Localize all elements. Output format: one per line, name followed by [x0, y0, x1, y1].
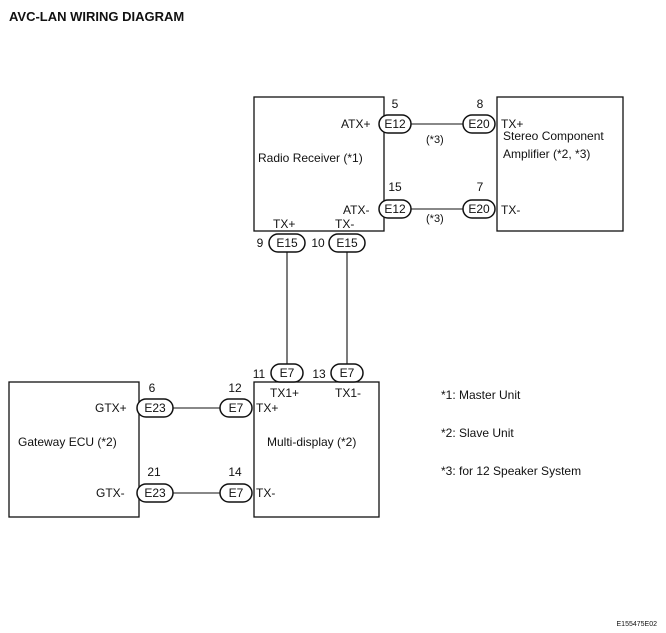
- connector-e7-pin12: E7 12: [219, 381, 253, 418]
- terminal-gtx-plus: GTX+: [95, 401, 127, 415]
- terminal-md-tx-minus: TX-: [256, 486, 275, 500]
- connector-code: E7: [280, 366, 295, 380]
- wire-note-top: (*3): [426, 134, 444, 146]
- connector-pin: 13: [312, 367, 326, 381]
- terminal-md-tx1-minus: TX1-: [335, 386, 361, 400]
- terminal-radio-tx-plus: TX+: [273, 217, 295, 231]
- connector-e23-pin6: E23 6: [136, 381, 174, 418]
- terminal-amp-tx-minus: TX-: [501, 203, 520, 217]
- terminal-amp-tx-plus: TX+: [501, 117, 523, 131]
- terminal-atx-plus: ATX+: [341, 117, 370, 131]
- connector-e23-pin21: E23 21: [136, 465, 174, 503]
- radio-receiver-label: Radio Receiver (*1): [258, 151, 363, 165]
- connector-code: E20: [468, 202, 490, 216]
- connector-e12-pin5: E12 5: [378, 97, 412, 134]
- figure-code: E155475E02: [617, 621, 658, 628]
- connector-code: E7: [229, 486, 244, 500]
- connector-pin: 9: [257, 236, 264, 250]
- connector-e7-pin14: E7 14: [219, 465, 253, 503]
- connector-e15-pin10: E15 10: [311, 233, 366, 253]
- connector-e20-pin8: E20 8: [462, 97, 496, 134]
- connector-code: E7: [229, 401, 244, 415]
- connector-code: E12: [384, 202, 406, 216]
- connector-code: E15: [276, 236, 298, 250]
- legend-note-3: *3: for 12 Speaker System: [441, 464, 581, 478]
- connector-pin: 6: [149, 381, 156, 395]
- stereo-amplifier-label-1: Stereo Component: [503, 129, 604, 143]
- terminal-md-tx1-plus: TX1+: [270, 386, 299, 400]
- wire-note-bottom: (*3): [426, 213, 444, 225]
- diagram-title: AVC-LAN WIRING DIAGRAM: [9, 9, 184, 24]
- connector-pin: 8: [477, 97, 484, 111]
- connector-pin: 10: [311, 236, 325, 250]
- legend-note-1: *1: Master Unit: [441, 388, 521, 402]
- stereo-amplifier-box: [496, 96, 624, 232]
- terminal-radio-tx-minus: TX-: [335, 217, 354, 231]
- connector-pin: 5: [392, 97, 399, 111]
- connector-code: E23: [144, 486, 166, 500]
- connector-code: E12: [384, 117, 406, 131]
- stereo-amplifier-label-2: Amplifier (*2, *3): [503, 147, 590, 161]
- legend-note-2: *2: Slave Unit: [441, 426, 514, 440]
- connector-pin: 15: [388, 180, 402, 194]
- connector-code: E23: [144, 401, 166, 415]
- terminal-atx-minus: ATX-: [343, 203, 369, 217]
- connector-pin: 11: [253, 367, 266, 381]
- connector-code: E15: [336, 236, 358, 250]
- multi-display-label: Multi-display (*2): [267, 435, 356, 449]
- connector-e7-pin11: E7 11: [253, 363, 304, 383]
- gateway-ecu-box: [8, 381, 140, 518]
- connector-code: E20: [468, 117, 490, 131]
- connector-pin: 21: [147, 465, 161, 479]
- connector-pin: 14: [228, 465, 242, 479]
- terminal-gtx-minus: GTX-: [96, 486, 125, 500]
- connector-e20-pin7: E20 7: [462, 180, 496, 219]
- multi-display-box: [253, 381, 380, 518]
- connector-e12-pin15: E12 15: [378, 180, 412, 219]
- connector-e15-pin9: E15 9: [257, 233, 306, 253]
- radio-receiver-box: [253, 96, 385, 232]
- gateway-ecu-label: Gateway ECU (*2): [18, 435, 117, 449]
- connector-code: E7: [340, 366, 355, 380]
- terminal-md-tx-plus: TX+: [256, 401, 278, 415]
- connector-pin: 12: [228, 381, 242, 395]
- connector-e7-pin13: E7 13: [312, 363, 364, 383]
- connector-pin: 7: [477, 180, 484, 194]
